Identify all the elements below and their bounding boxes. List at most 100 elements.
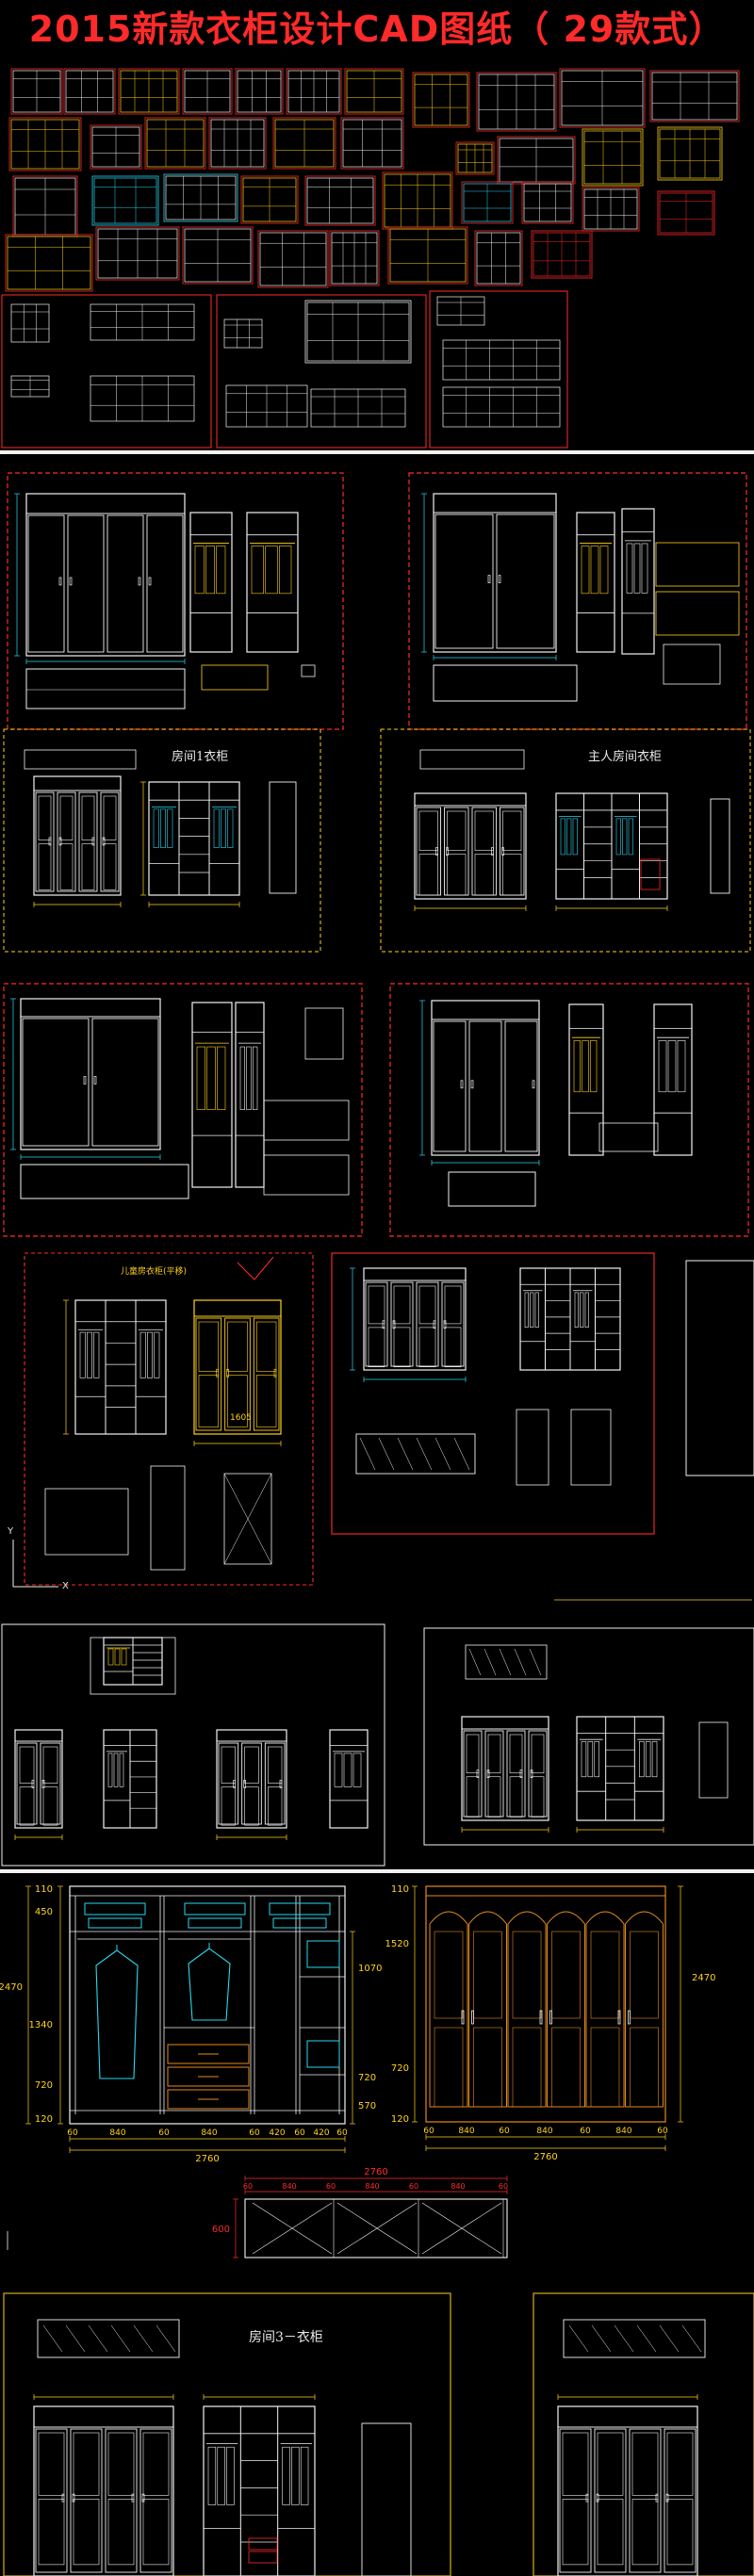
wardrobe-outline bbox=[414, 792, 527, 900]
door-panel bbox=[393, 1285, 411, 1325]
wardrobe-door bbox=[416, 807, 441, 896]
label-room3-wardrobe: 房间3－衣柜 bbox=[249, 2330, 323, 2345]
door-handle bbox=[216, 1368, 220, 1378]
hanging-garment bbox=[599, 546, 609, 595]
thumbnail-frame bbox=[90, 124, 142, 170]
thumbnail-frame bbox=[582, 128, 644, 187]
wardrobe-door bbox=[67, 514, 105, 653]
wardrobe-door bbox=[241, 1742, 262, 1825]
door-panel bbox=[38, 2432, 65, 2496]
wardrobe-sheets bbox=[1, 472, 754, 1867]
hanging-garment bbox=[584, 1292, 589, 1328]
thumbnail-frame bbox=[387, 226, 468, 285]
dimension-label-vertical: 720 bbox=[358, 2073, 376, 2083]
door-panel bbox=[474, 810, 494, 851]
door-handle bbox=[446, 847, 449, 856]
dimension-label-horizontal: 60 bbox=[326, 2182, 336, 2191]
door-panel bbox=[418, 810, 438, 851]
door-panel bbox=[227, 1321, 248, 1372]
thumbnail-frame bbox=[344, 68, 404, 115]
thumbnail-outline bbox=[223, 318, 263, 349]
interior-outline bbox=[189, 512, 233, 653]
label-kids-wardrobe: 儿童房衣柜(平移) bbox=[121, 1267, 188, 1277]
wardrobe-outline bbox=[363, 1267, 467, 1371]
thumbnail-group-frame bbox=[1, 294, 212, 448]
thumbnail-frame bbox=[10, 68, 63, 115]
hanging-garment bbox=[221, 808, 226, 848]
door-panel bbox=[38, 795, 52, 840]
hanging-garment bbox=[239, 1046, 245, 1110]
door-handle bbox=[532, 1080, 535, 1089]
wardrobe-door bbox=[91, 1018, 159, 1147]
door-panel bbox=[630, 1931, 659, 2019]
hanging-garment bbox=[206, 1046, 216, 1110]
hanging-garment bbox=[227, 808, 234, 848]
door-handle bbox=[433, 1320, 436, 1329]
top-view bbox=[465, 1644, 548, 1680]
arched-door bbox=[625, 1911, 664, 2108]
door-handle bbox=[148, 577, 152, 586]
door-panel bbox=[551, 1931, 581, 2019]
hanging-garment bbox=[87, 1331, 92, 1378]
door-panel bbox=[368, 1285, 385, 1325]
top-view bbox=[24, 749, 137, 770]
hanging-garment bbox=[677, 1040, 686, 1093]
thumbnail-outline bbox=[259, 232, 327, 286]
hanging-garment bbox=[213, 808, 220, 848]
dimension-label-horizontal: 60 bbox=[158, 2128, 170, 2138]
door-handle bbox=[617, 2010, 621, 2025]
cad-cross bbox=[568, 2324, 589, 2353]
door-panel bbox=[103, 795, 117, 840]
door-panel bbox=[107, 2432, 135, 2496]
door-handle bbox=[138, 577, 141, 586]
wardrobe-door bbox=[40, 1742, 61, 1825]
door-panel bbox=[509, 1776, 523, 1818]
door-panel bbox=[597, 2499, 624, 2566]
page-title: 2015新款衣柜设计CAD图纸（ 29款式） bbox=[28, 8, 726, 50]
side-section bbox=[361, 2422, 412, 2576]
thumbnail-frame bbox=[257, 230, 329, 288]
folded-clothes bbox=[88, 1917, 142, 1929]
wardrobe-door bbox=[107, 514, 144, 653]
thumbnail-outline bbox=[414, 73, 468, 126]
folded-clothes bbox=[84, 1902, 146, 1916]
cad-cross bbox=[88, 2324, 108, 2353]
door-panel bbox=[19, 1786, 35, 1826]
door-handle bbox=[460, 1080, 464, 1089]
thumbnail-frame bbox=[455, 141, 495, 175]
door-handle bbox=[549, 2010, 552, 2025]
thumbnail-frame bbox=[235, 68, 284, 115]
door-panel bbox=[447, 854, 467, 896]
door-panel bbox=[227, 1375, 248, 1427]
thumbnail-frame bbox=[5, 234, 93, 292]
thumbnail-frame bbox=[286, 68, 342, 115]
wardrobe-outline bbox=[33, 2405, 174, 2576]
dimension-label-horizontal: 60 bbox=[336, 2128, 348, 2138]
door-panel bbox=[107, 2499, 135, 2566]
door-handle bbox=[41, 1780, 45, 1788]
hanging-garment bbox=[667, 1040, 677, 1093]
interior-outline bbox=[69, 1885, 346, 2125]
door-panel bbox=[142, 2432, 170, 2496]
thumbnail-outline bbox=[65, 70, 114, 113]
section-divider-2 bbox=[0, 1869, 754, 1873]
wardrobe-door bbox=[195, 1317, 222, 1431]
hanging-garment bbox=[153, 808, 159, 848]
door-handle bbox=[243, 1780, 247, 1788]
door-handle bbox=[539, 2010, 543, 2025]
door-panel bbox=[590, 1931, 620, 2019]
dimension-label-horizontal: 420 bbox=[313, 2128, 329, 2138]
hanging-garment bbox=[343, 1753, 352, 1787]
door-panel bbox=[562, 2432, 589, 2496]
thumbnail-grid bbox=[1, 68, 740, 448]
thumbnail-outline bbox=[442, 339, 561, 381]
thumbnail-frame bbox=[461, 181, 514, 224]
wardrobe-plan bbox=[20, 1164, 189, 1199]
thumbnail-frame bbox=[649, 70, 740, 122]
thumbnail-frame bbox=[118, 68, 180, 115]
door-panel bbox=[38, 2499, 65, 2566]
wardrobe-outline bbox=[193, 1299, 282, 1435]
door-panel bbox=[502, 854, 522, 896]
sheet-frame-d1 bbox=[24, 1252, 314, 1586]
